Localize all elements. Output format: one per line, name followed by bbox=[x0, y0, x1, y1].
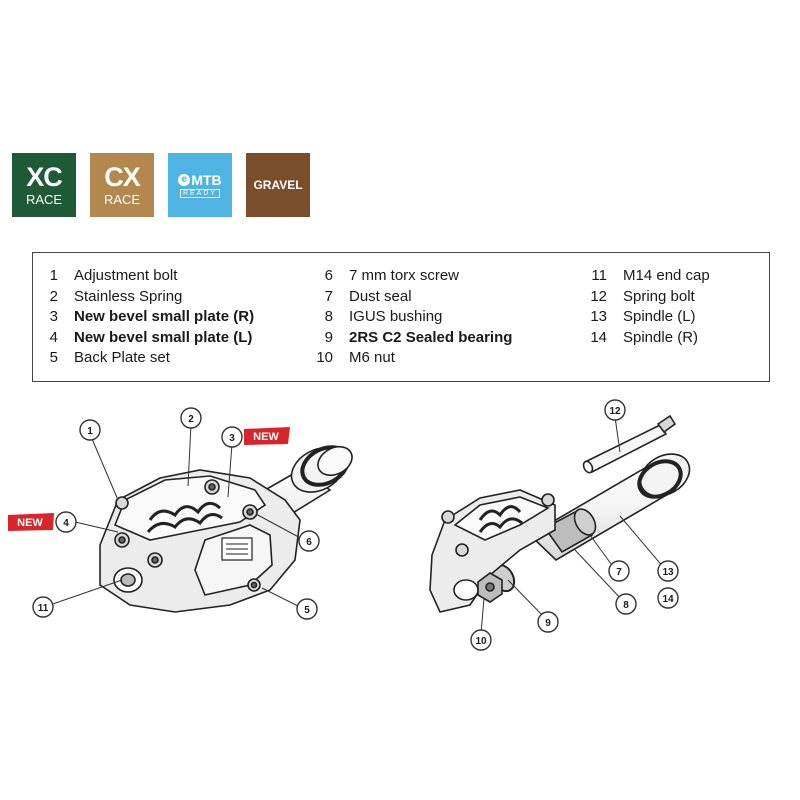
svg-text:11: 11 bbox=[38, 603, 49, 614]
legend-label: New bevel small plate (R) bbox=[74, 308, 255, 326]
gravel-badge-title: GRAVEL bbox=[253, 178, 303, 192]
callout-2: 2 bbox=[180, 407, 202, 429]
legend-item: 13 Spindle (L) bbox=[587, 308, 710, 329]
legend-number: 7 bbox=[324, 287, 333, 305]
legend-number: 3 bbox=[49, 308, 58, 326]
legend-label: M6 nut bbox=[349, 349, 395, 367]
legend-label: Stainless Spring bbox=[74, 287, 183, 305]
svg-text:13: 13 bbox=[662, 567, 674, 578]
legend-item: 1 Adjustment bolt bbox=[33, 267, 254, 288]
emtb-badge-subtitle: READY bbox=[179, 188, 221, 198]
legend-item: 4 New bevel small plate (L) bbox=[33, 329, 254, 350]
legend-label: Dust seal bbox=[349, 287, 412, 305]
legend-item: 7 Dust seal bbox=[313, 288, 512, 309]
xc-badge-subtitle: RACE bbox=[25, 192, 63, 207]
legend-item: 5 Back Plate set bbox=[33, 349, 254, 370]
callout-markers: 1 2 3 4 5 6 11 12 7 13 8 9 10 14 bbox=[32, 399, 679, 651]
svg-text:NEW: NEW bbox=[253, 431, 279, 443]
legend-label: Back Plate set bbox=[74, 349, 170, 367]
emtb-badge-title: e MTB bbox=[178, 171, 222, 188]
callout-9: 9 bbox=[537, 611, 559, 633]
callout-10: 10 bbox=[470, 629, 492, 651]
callout-3: 3 bbox=[221, 426, 243, 448]
legend-item: 9 2RS C2 Sealed bearing bbox=[313, 328, 513, 350]
svg-text:2: 2 bbox=[188, 414, 194, 425]
callout-7: 7 bbox=[608, 560, 630, 582]
emtb-e-glyph: e bbox=[178, 173, 191, 186]
legend-number: 4 bbox=[49, 328, 58, 346]
legend-item: 6 7 mm torx screw bbox=[313, 267, 512, 288]
legend-label: Adjustment bolt bbox=[74, 267, 178, 284]
emtb-ready-badge: e MTB READY bbox=[168, 153, 232, 217]
cx-badge-title: CX bbox=[104, 162, 141, 192]
legend-label: M14 end cap bbox=[623, 267, 710, 284]
legend-label: Spindle (L) bbox=[623, 308, 696, 326]
pedal-diagrams: 1 2 3 4 5 6 11 12 7 13 8 9 10 14 NEW NEW bbox=[8, 399, 691, 651]
legend-number: 6 bbox=[324, 267, 333, 284]
legend-number: 12 bbox=[590, 287, 607, 305]
legend-item: 3 New bevel small plate (R) bbox=[33, 308, 254, 329]
legend-item: 11 M14 end cap bbox=[587, 267, 710, 288]
legend-label: Spring bolt bbox=[623, 287, 695, 305]
xc-badge-title: XC bbox=[26, 162, 63, 192]
emtb-badge-word: MTB bbox=[191, 171, 222, 188]
svg-text:9: 9 bbox=[545, 618, 551, 629]
cx-race-badge: CX RACE bbox=[90, 153, 154, 217]
callout-8: 8 bbox=[615, 593, 637, 615]
callout-4: 4 bbox=[55, 511, 77, 533]
exploded-pedal-illustration bbox=[429, 414, 691, 613]
legend-item: 10 M6 nut bbox=[313, 349, 512, 370]
svg-text:3: 3 bbox=[229, 433, 235, 444]
svg-text:10: 10 bbox=[475, 636, 487, 647]
legend-label: 7 mm torx screw bbox=[349, 267, 460, 284]
legend-label: New bevel small plate (L) bbox=[74, 328, 253, 346]
legend-column-2: 6 7 mm torx screw 7 Dust seal 8 IGUS bushin… bbox=[313, 267, 512, 370]
callout-1: 1 bbox=[79, 419, 101, 441]
svg-text:12: 12 bbox=[609, 406, 621, 417]
legend-label: 2RS C2 Sealed bearing bbox=[349, 328, 513, 346]
legend-number: 14 bbox=[590, 328, 607, 346]
new-tag-left-plate: NEW bbox=[8, 513, 54, 531]
svg-text:6: 6 bbox=[306, 537, 312, 548]
legend-item: 14 Spindle (R) bbox=[587, 329, 710, 350]
callout-5: 5 bbox=[296, 598, 318, 620]
legend-item: 8 IGUS bushing bbox=[313, 308, 512, 329]
legend-label: Spindle (R) bbox=[623, 328, 699, 346]
legend-number: 13 bbox=[590, 308, 607, 326]
callout-11: 11 bbox=[32, 596, 54, 618]
legend-number: 9 bbox=[324, 328, 333, 346]
legend-item: 2 Stainless Spring bbox=[33, 288, 254, 309]
leader-lines bbox=[46, 416, 665, 635]
legend-number: 2 bbox=[49, 287, 58, 305]
legend-number: 8 bbox=[324, 308, 333, 326]
callout-14: 14 bbox=[657, 587, 679, 609]
legend-number: 11 bbox=[591, 267, 607, 284]
legend-item: 12 Spring bolt bbox=[587, 288, 710, 309]
cx-badge-subtitle: RACE bbox=[103, 192, 141, 207]
svg-text:5: 5 bbox=[304, 605, 310, 616]
assembled-pedal-illustration bbox=[99, 445, 353, 613]
svg-text:8: 8 bbox=[623, 600, 629, 611]
legend-number: 5 bbox=[49, 349, 58, 367]
legend-number: 1 bbox=[49, 267, 58, 284]
legend-number: 10 bbox=[316, 349, 333, 367]
svg-text:4: 4 bbox=[63, 518, 69, 529]
xc-race-badge: XC RACE bbox=[12, 153, 76, 217]
callout-12: 12 bbox=[604, 399, 626, 421]
svg-text:NEW: NEW bbox=[17, 517, 43, 529]
legend-column-3: 11 M14 end cap 12 Spring bolt 13 Spindle (L… bbox=[587, 267, 710, 350]
legend-label: IGUS bushing bbox=[349, 308, 443, 326]
callout-13: 13 bbox=[657, 560, 679, 582]
svg-text:14: 14 bbox=[662, 594, 674, 605]
gravel-badge: GRAVEL bbox=[246, 153, 310, 217]
svg-text:7: 7 bbox=[616, 567, 622, 578]
svg-text:1: 1 bbox=[87, 426, 93, 437]
category-badges: XC RACE CX RACE e MTB READY GRAVEL bbox=[12, 153, 310, 217]
new-tag-right-plate: NEW bbox=[244, 427, 290, 445]
callout-6: 6 bbox=[298, 530, 320, 552]
